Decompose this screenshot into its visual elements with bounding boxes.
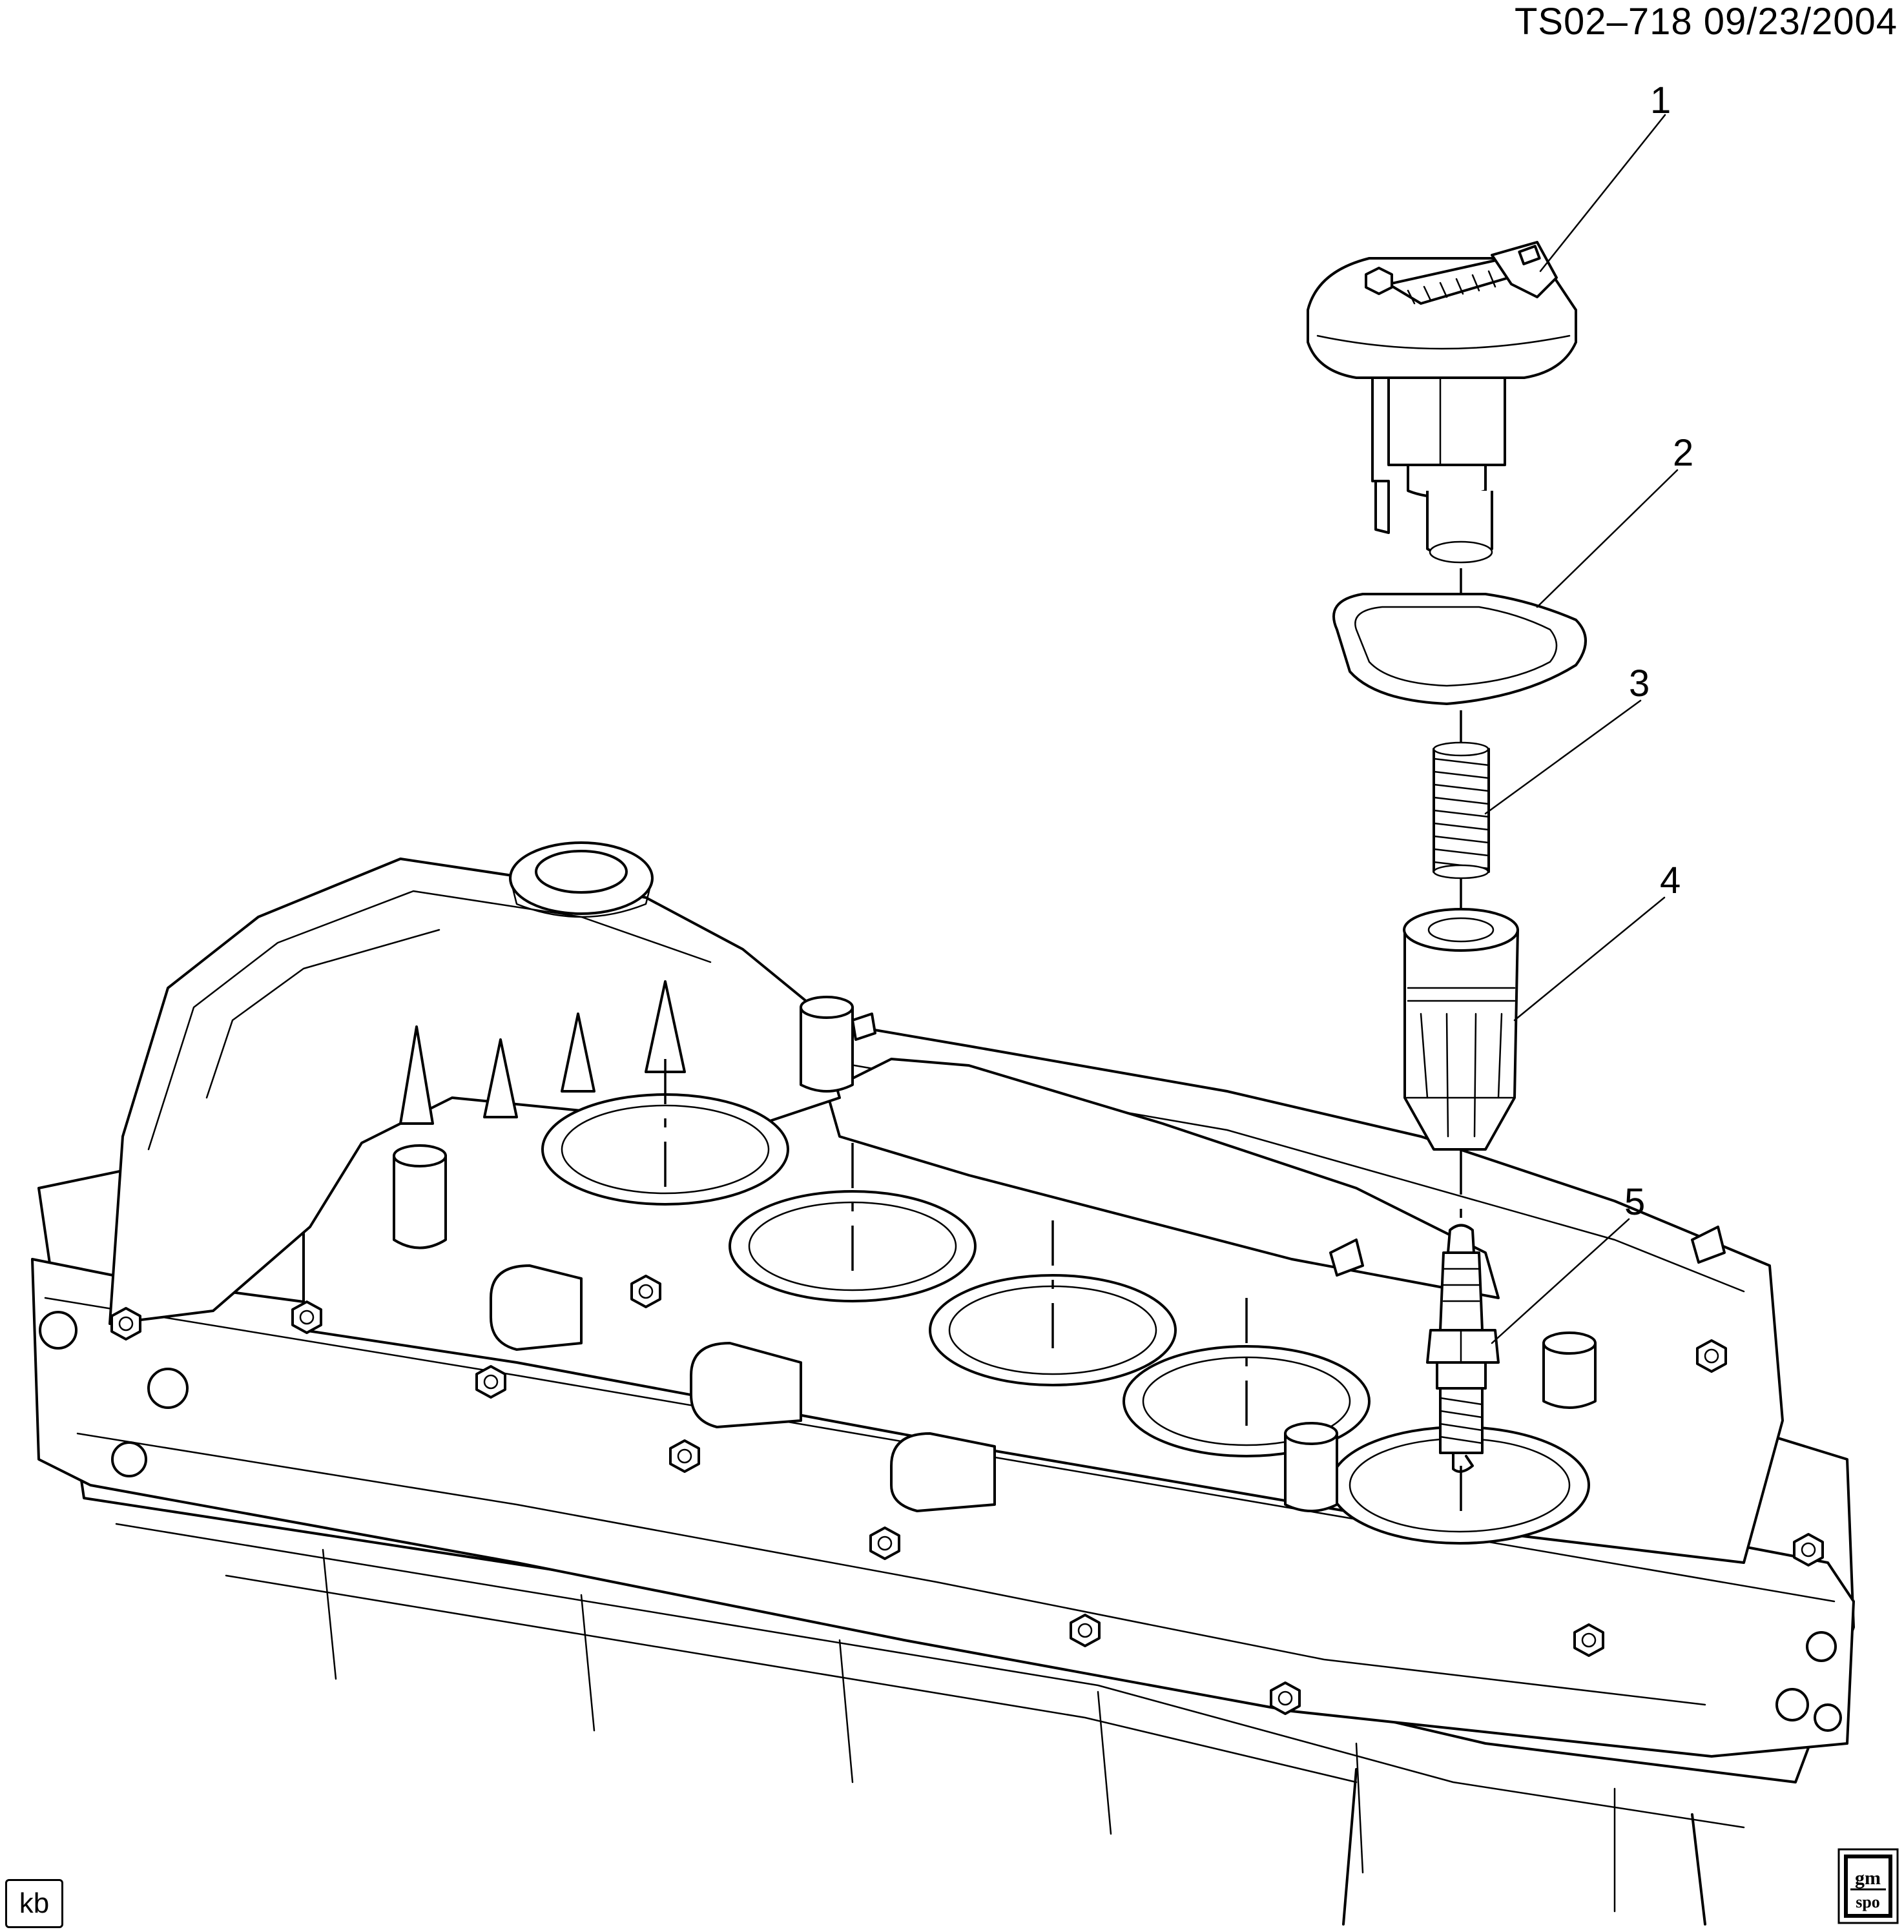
artist-initials-badge: kb [5,1879,63,1928]
callout-4: 4 [1660,859,1681,901]
callout-5: 5 [1624,1181,1646,1223]
cover-ribs [399,980,686,1125]
callout-3: 3 [1629,663,1650,704]
head-bolts [110,1275,1824,1715]
spark-plug [1426,1224,1500,1473]
callout-leaders [1484,114,1679,1344]
callout-1: 1 [1650,79,1671,121]
ignition-coil [1307,241,1577,564]
logo-text-spo: spo [1856,1893,1880,1911]
spark-plug-boot [1403,908,1519,1151]
logo-text-gm: gm [1855,1867,1881,1889]
coil-studs [393,996,1597,1512]
callout-2: 2 [1673,432,1694,474]
drawing-id-and-date: TS02–718 09/23/2004 [1514,1,1898,43]
gm-spo-logo-icon: gm spo [1837,1848,1899,1924]
cylinder-head-assembly [31,841,1855,1926]
spring [1433,741,1490,879]
coil-gasket [1332,593,1587,705]
